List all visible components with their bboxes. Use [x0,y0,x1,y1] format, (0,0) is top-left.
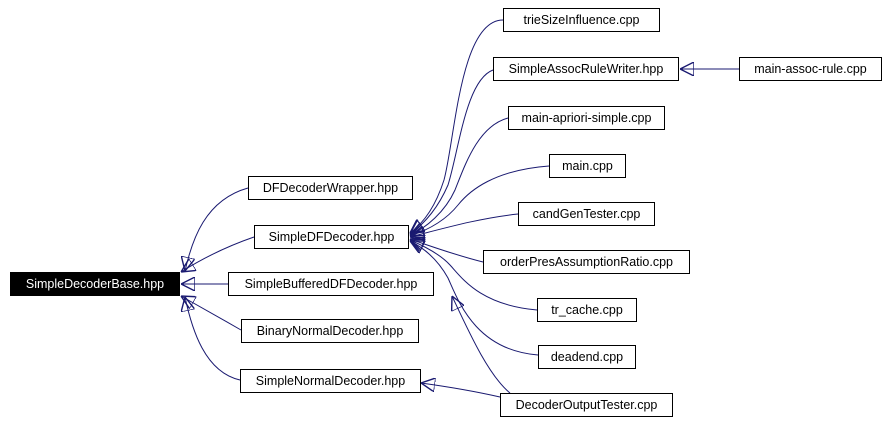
node-binary-normal-decoder[interactable]: BinaryNormalDecoder.hpp [241,319,419,343]
edge-cand-gen-to-simple-df [410,213,519,237]
node-tr-cache[interactable]: tr_cache.cpp [537,298,637,322]
node-main-assoc-rule[interactable]: main-assoc-rule.cpp [739,57,882,81]
node-df-decoder-wrapper[interactable]: DFDecoderWrapper.hpp [248,176,413,200]
node-simple-df-decoder[interactable]: SimpleDFDecoder.hpp [254,225,409,249]
node-order-pres-assumption-ratio[interactable]: orderPresAssumptionRatio.cpp [483,250,690,274]
node-deadend[interactable]: deadend.cpp [538,345,636,369]
edge-assoc-writer-to-simple-df [410,69,494,234]
edge-df-wrapper-to-root [185,187,249,271]
node-simple-buffered-df-decoder[interactable]: SimpleBufferedDFDecoder.hpp [228,272,434,296]
edge-main-to-simple-df [410,165,550,236]
edge-main-apriori-to-simple-df [410,117,509,235]
node-simple-decoder-base: SimpleDecoderBase.hpp [10,272,180,296]
node-cand-gen-tester[interactable]: candGenTester.cpp [518,202,655,226]
node-trie-size-influence[interactable]: trieSizeInfluence.cpp [503,8,660,32]
edge-deadend-to-simple-df [410,241,539,356]
node-main-apriori-simple[interactable]: main-apriori-simple.cpp [508,106,665,130]
edge-decoder-output-to-simple-normal [421,383,501,398]
edge-binary-normal-to-root [181,296,242,331]
edge-simple-df-to-root [181,236,255,272]
node-main-cpp[interactable]: main.cpp [549,154,626,178]
node-decoder-output-tester[interactable]: DecoderOutputTester.cpp [500,393,673,417]
edge-trie-size-to-simple-df [410,19,504,233]
node-simple-assoc-rule-writer[interactable]: SimpleAssocRuleWriter.hpp [493,57,679,81]
edge-decoder-output-to-simple-buffered-df [452,296,511,394]
edge-order-pres-to-simple-df [410,239,484,263]
node-simple-normal-decoder[interactable]: SimpleNormalDecoder.hpp [240,369,421,393]
edge-simple-normal-to-root [185,297,241,381]
